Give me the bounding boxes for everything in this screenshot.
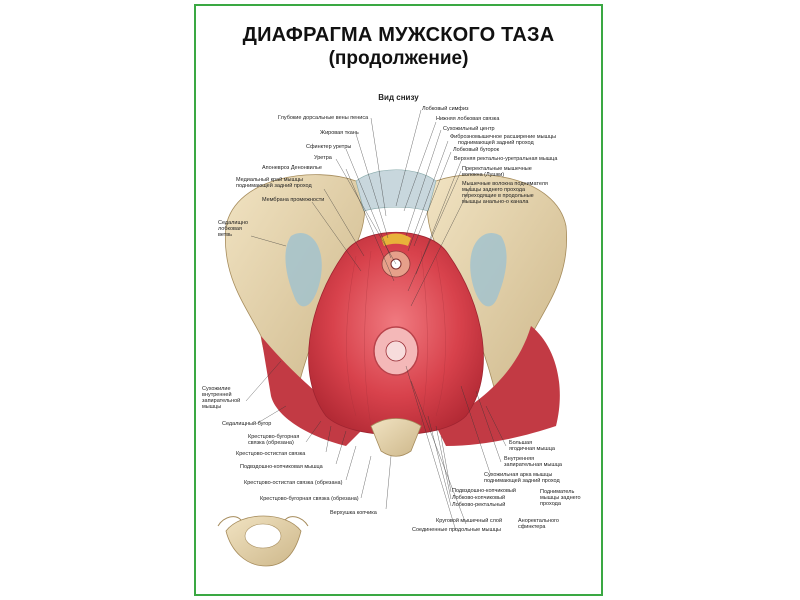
label-medial-edge-2: поднимающей задний проход bbox=[236, 183, 312, 189]
label-perineal-membrane: Мембрана промежности bbox=[262, 197, 325, 203]
pelvic-diaphragm-illustration bbox=[217, 109, 568, 567]
pelvis-inset-icon bbox=[217, 515, 309, 567]
label-longitudinal-fibers: Соединенные продольные мышцы bbox=[412, 527, 501, 533]
label-iliococcygeus: Подвздошно-копчиковый bbox=[452, 488, 516, 494]
coccyx bbox=[370, 418, 422, 457]
label-upper-rectourethral: Верхняя ректально-уретральная мышца bbox=[454, 156, 558, 162]
label-pubococcygeus: Лобково-копчиковый bbox=[452, 495, 506, 501]
label-deep-dorsal-vein: Глубокие дорсальные вены пениса bbox=[278, 115, 369, 121]
label-fatty-tissue: Жировая ткань bbox=[320, 130, 359, 136]
label-levator-fibers-3: переходящие в продольные bbox=[462, 193, 534, 199]
anatomy-poster: ДИАФРАГМА МУЖСКОГО ТАЗА (продолжение) Ви… bbox=[194, 4, 603, 596]
label-prerectal-fibers-2: волокна (Лушки) bbox=[462, 172, 505, 178]
label-inferior-pubic-ligament: Нижняя лобковая связка bbox=[436, 116, 500, 122]
label-levator-group-1: Подниматель bbox=[540, 489, 575, 495]
label-coccyx-tip: Верхушка копчика bbox=[330, 510, 377, 516]
label-tendinous-center: Сухожильный центр bbox=[443, 126, 495, 132]
label-obturator-int-2: запирательная мышца bbox=[504, 462, 562, 468]
label-levator-fibers-1: Мышечные волокна поднимателя bbox=[462, 181, 548, 187]
label-levator-group-2: мышцы заднего bbox=[540, 495, 581, 501]
label-tendinous-arch-2: поднимающей задний проход bbox=[484, 478, 560, 484]
label-obturator-tendon-3: запирательной bbox=[202, 398, 241, 404]
label-urethra: Уретра bbox=[314, 155, 332, 161]
label-sacrotuberous-cut-1: Крестцово-бугорная bbox=[248, 434, 300, 440]
obturator-right bbox=[470, 232, 507, 307]
label-levator-fibers-4: мышцы анально-о канала bbox=[462, 199, 529, 205]
label-sacrotuberous-cut-2: связка (обрезана) bbox=[248, 440, 294, 446]
label-sacrospinous-ligament: Крестцово-остистая связка bbox=[236, 451, 306, 457]
label-sacrotuberous-cut-full: Крестцово-бугорная связка (обрезана) bbox=[260, 496, 359, 502]
label-pubic-tubercle: Лобковый бугорок bbox=[453, 147, 500, 153]
label-obturator-tendon-1: Сухожилие bbox=[202, 386, 231, 392]
label-prerectal-fibers-1: Преректальные мышечные bbox=[462, 166, 532, 172]
label-obturator-tendon-4: мышцы bbox=[202, 404, 222, 410]
label-ischiopubic-2: лобковая bbox=[218, 226, 242, 232]
label-obturator-tendon-2: внутренней bbox=[202, 392, 232, 398]
label-anorectal-2: сфинктера bbox=[518, 524, 546, 530]
label-anorectal-1: Аноректального bbox=[518, 518, 559, 524]
label-levator-group-3: прохода bbox=[540, 501, 561, 507]
fatty-tissue bbox=[381, 233, 411, 246]
label-gluteus-max-2: ягодичная мышца bbox=[509, 446, 555, 452]
poster-subtitle: (продолжение) bbox=[328, 48, 469, 69]
label-circular-layer: Круговой мышечный слой bbox=[436, 518, 503, 524]
label-sacrospinous-cut: Крестцово-остистая связка (обрезана) bbox=[244, 480, 343, 486]
label-tendinous-arch-1: Сухожильная арка мышцы bbox=[484, 472, 553, 478]
view-label: Вид снизу bbox=[378, 93, 419, 102]
label-pubic-symphysis: Лобковый симфиз bbox=[422, 106, 469, 112]
label-urethral-sphincter: Сфинктер уретры bbox=[306, 144, 352, 150]
label-obturator-int-1: Внутренняя bbox=[504, 456, 535, 462]
label-ischial-tuberosity: Седалищный бугор bbox=[222, 421, 272, 427]
poster-title: ДИАФРАГМА МУЖСКОГО ТАЗА bbox=[242, 24, 555, 46]
label-medial-edge-1: Медиальный край мышцы bbox=[236, 177, 303, 183]
label-fibromuscular-extension-1: Фиброзномышечное расширение мышцы bbox=[450, 134, 557, 140]
obturator-left bbox=[285, 232, 322, 307]
label-ischiococcygeus: Подвздошно-копчиковая мышца bbox=[240, 464, 323, 470]
label-ischiopubic-1: Седалищно bbox=[218, 220, 249, 226]
label-puborectalis: Лобково-ректальный bbox=[452, 502, 506, 508]
label-denonvilliers: Апоневроз Денонвилье bbox=[262, 165, 322, 171]
label-fibromuscular-extension-2: поднимающей задний проход bbox=[458, 140, 534, 146]
gluteus-right bbox=[436, 326, 560, 446]
label-gluteus-max-1: Большая bbox=[509, 440, 533, 446]
label-levator-fibers-2: мышцы заднего прохода bbox=[462, 187, 526, 193]
label-ischiopubic-3: ветвь bbox=[218, 232, 233, 238]
pubic-symphysis bbox=[355, 169, 437, 212]
